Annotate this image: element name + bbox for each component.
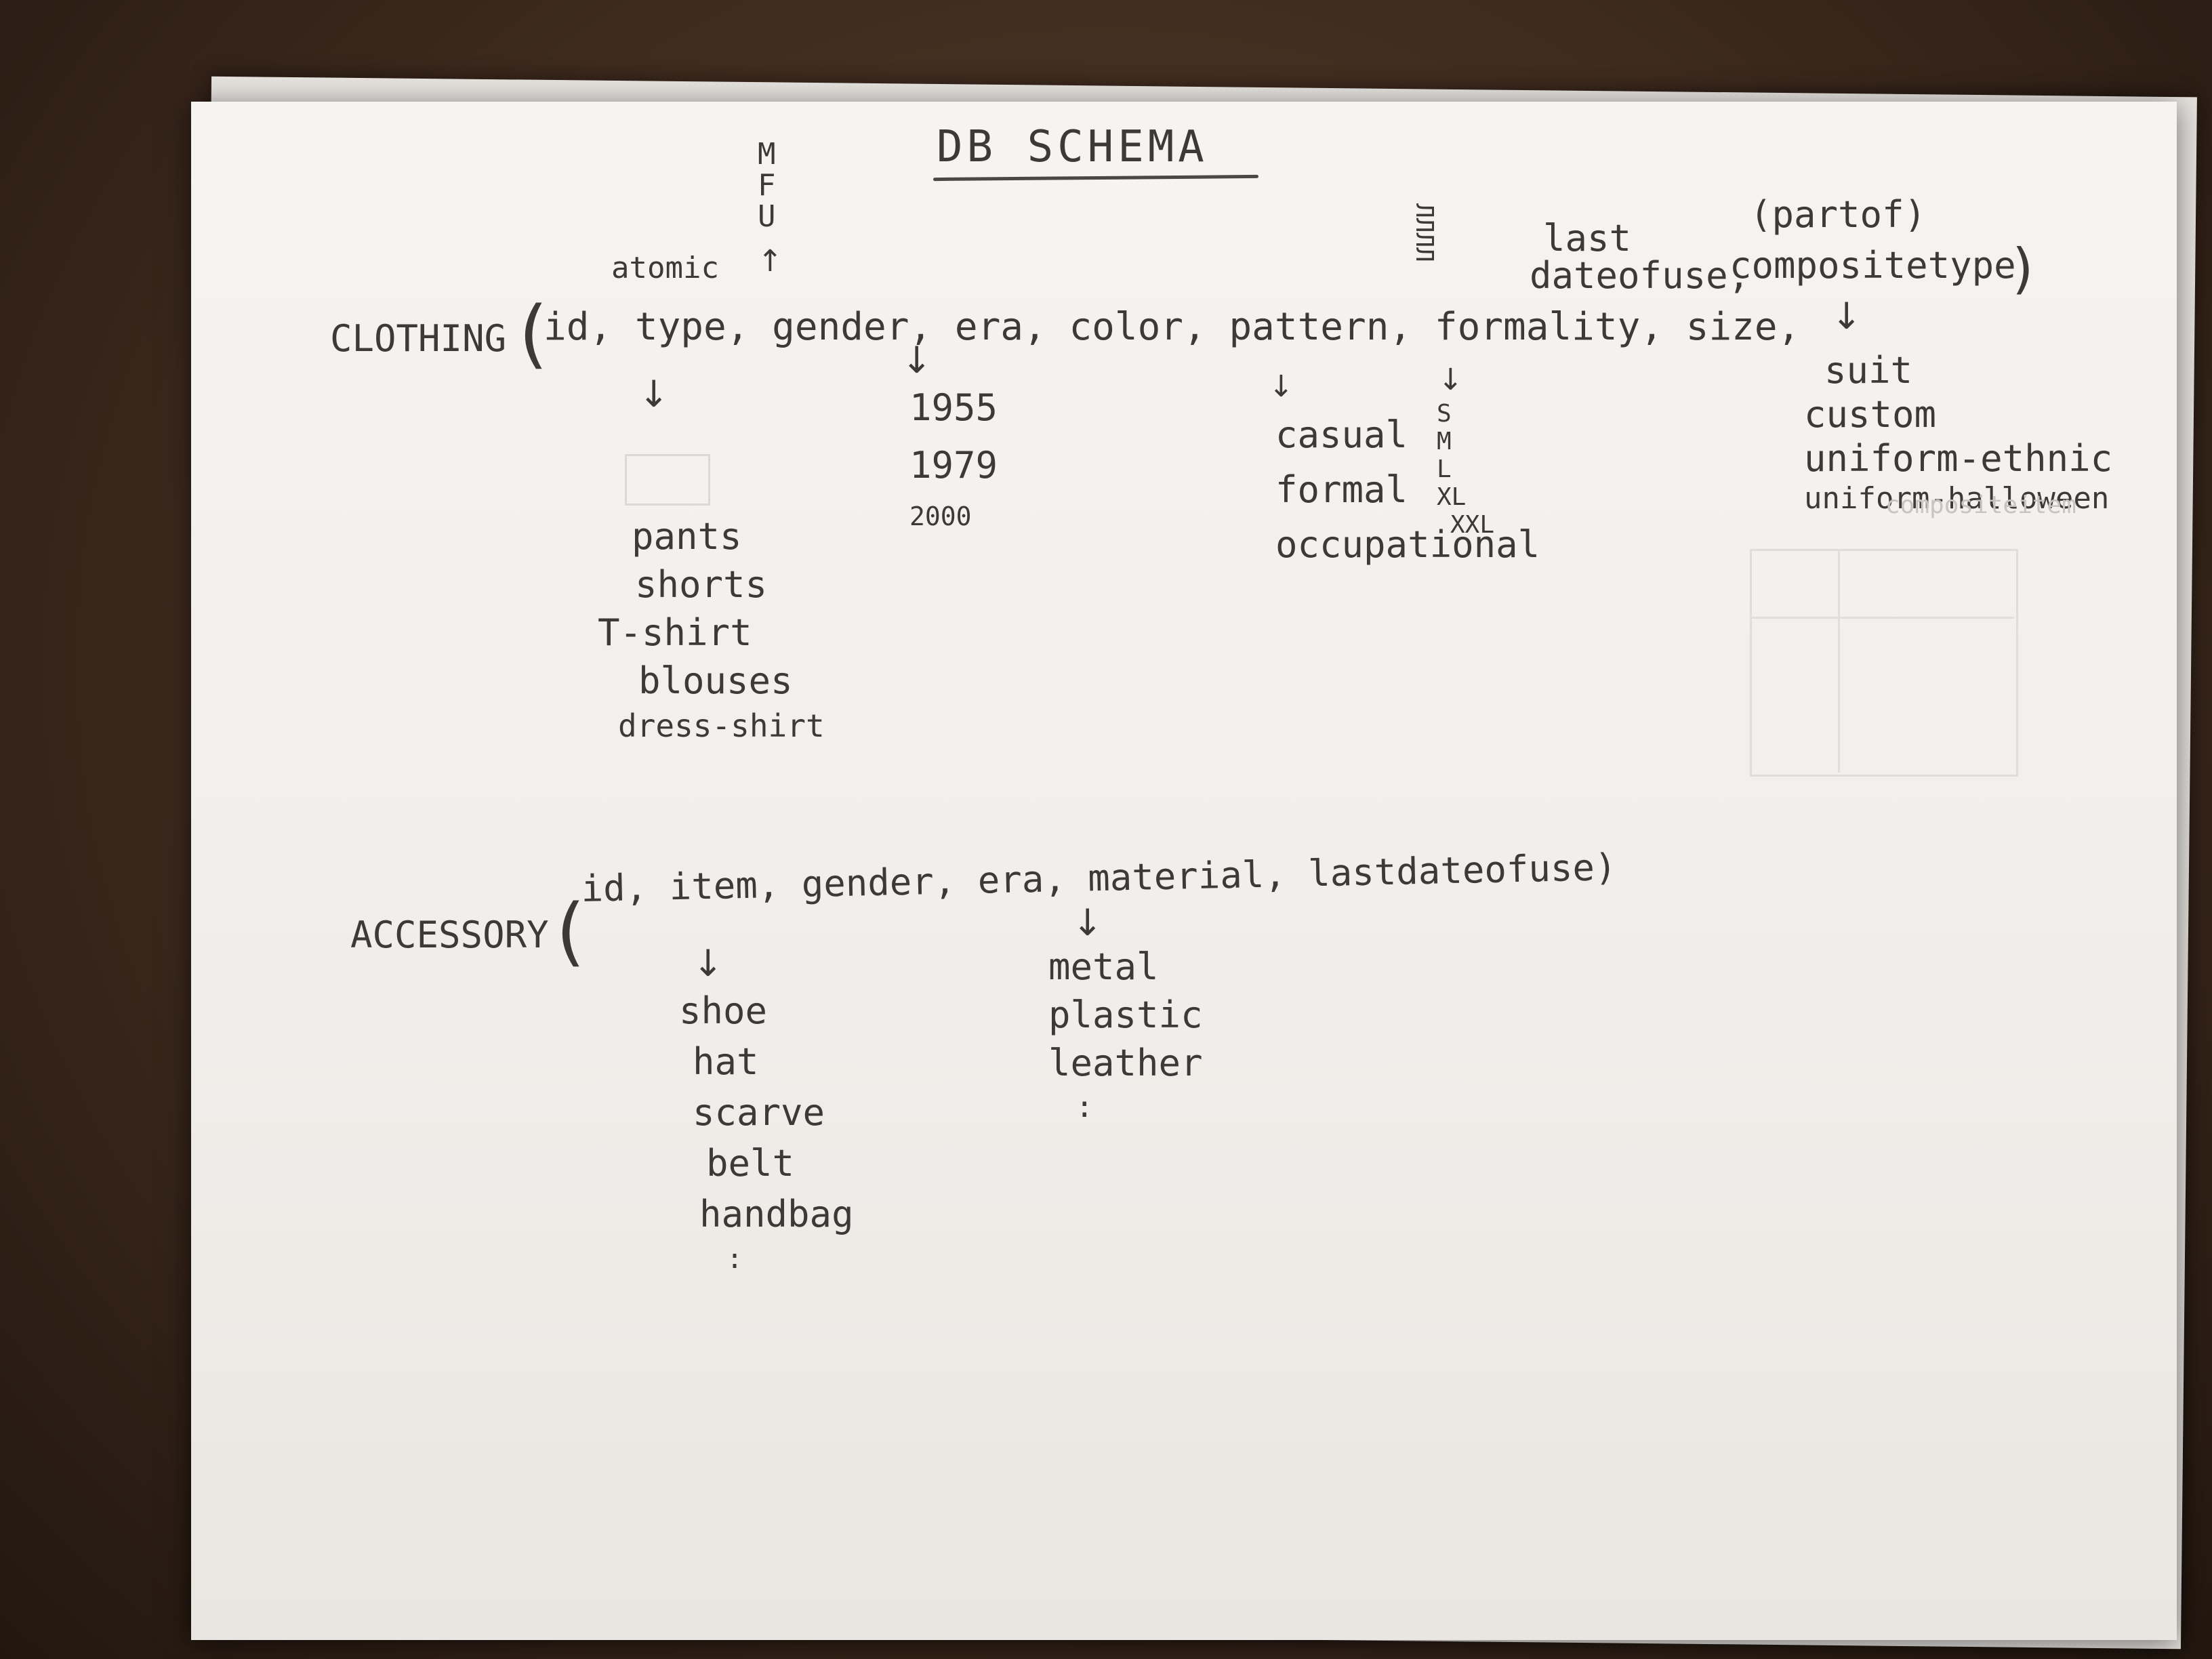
item-value: : [726, 1244, 743, 1275]
last-date-line1: last [1543, 217, 1632, 260]
faint-line [1750, 617, 2014, 619]
composite-arrow-down-icon: ↓ [1831, 295, 1862, 337]
clothing-open-paren: ( [510, 290, 555, 377]
clothing-fields: id, type, gender, era, color, pattern, f… [544, 305, 1801, 349]
type-value: blouses [638, 659, 793, 702]
composite-type-field: compositetype [1729, 244, 2016, 287]
item-value: shoe [679, 989, 768, 1032]
era-arrow-down-icon: ↓ [901, 339, 933, 382]
gender-value-u: U [758, 199, 776, 234]
gender-value-m: M [758, 137, 776, 171]
item-value: scarve [693, 1091, 825, 1134]
era-values-list: 1955 1979 2000 [909, 386, 998, 531]
gender-value-f: F [758, 168, 776, 203]
title-underline [933, 174, 1259, 182]
formality-value: casual [1275, 413, 1408, 456]
item-value: handbag [699, 1193, 854, 1235]
item-values-list: shoe hat scarve belt handbag : [679, 989, 854, 1275]
size-value: L [1437, 455, 1452, 483]
material-value: plastic [1048, 994, 1203, 1036]
formality-values-list: casual formal occupational [1275, 413, 1540, 566]
composite-value: uniform-ethnic [1804, 437, 2113, 480]
type-value: shorts [635, 563, 768, 606]
material-value: : [1076, 1090, 1094, 1124]
page-title: DB SCHEMA [937, 122, 1208, 172]
type-values-list: pants shorts T-shirt blouses dress-shirt [598, 515, 825, 744]
clothing-close-paren: ) [2007, 237, 2041, 300]
era-value: 1955 [909, 386, 998, 429]
accessory-open-paren: ( [547, 888, 592, 975]
composite-faint-text: compositeitem [1885, 491, 2076, 519]
accessory-fields: id, item, gender, era, material, lastdat… [581, 845, 1617, 910]
size-value: M [1437, 428, 1452, 455]
material-value: leather [1048, 1042, 1203, 1084]
size-value: S [1437, 400, 1452, 428]
atomic-label: atomic [611, 251, 719, 285]
material-values-list: metal plastic leather : [1048, 945, 1203, 1124]
type-value: pants [632, 515, 742, 558]
type-arrow-down-icon: ↓ [638, 373, 670, 415]
faint-line [1838, 549, 1840, 773]
paper-sheet: DB SCHEMA M F U ↑ atomic ЛЛЛЛ last dateo… [191, 102, 2177, 1640]
composite-value: suit [1824, 349, 1913, 392]
material-arrow-down-icon: ↓ [1072, 901, 1103, 944]
formality-arrow-down-icon: ↓ [1269, 369, 1294, 404]
size-scribble: ЛЛЛЛ [1410, 203, 1438, 262]
accessory-table-name: ACCESSORY [350, 914, 549, 956]
item-value: hat [693, 1040, 759, 1083]
material-value: metal [1048, 945, 1159, 988]
faint-box [625, 454, 710, 506]
composite-values-list: suit custom uniform-ethnic uniform-hallo… [1804, 349, 2112, 516]
composite-value: custom [1804, 393, 1937, 436]
last-date-line2: dateofuse, [1530, 254, 1750, 297]
clothing-table-name: CLOTHING [330, 317, 507, 360]
size-values-list: S M L XL XXL [1437, 400, 1494, 539]
type-value: dress-shirt [618, 708, 825, 744]
partof-label: (partof) [1750, 193, 1927, 236]
type-value: T-shirt [598, 611, 752, 654]
size-value: XXL [1450, 511, 1495, 539]
gender-arrow-up-icon: ↑ [758, 244, 783, 279]
composite-value: uniform-halloween [1804, 481, 2110, 516]
era-value: 1979 [909, 444, 998, 487]
formality-value: formal [1275, 468, 1408, 511]
era-value: 2000 [909, 501, 972, 531]
size-arrow-down-icon: ↓ [1438, 363, 1463, 397]
faint-table-sketch [1750, 549, 2018, 777]
item-value: belt [706, 1142, 795, 1185]
formality-value: occupational [1275, 523, 1540, 566]
gender-values: M F U [758, 137, 776, 234]
item-arrow-down-icon: ↓ [693, 942, 724, 985]
size-value: XL [1437, 483, 1467, 511]
